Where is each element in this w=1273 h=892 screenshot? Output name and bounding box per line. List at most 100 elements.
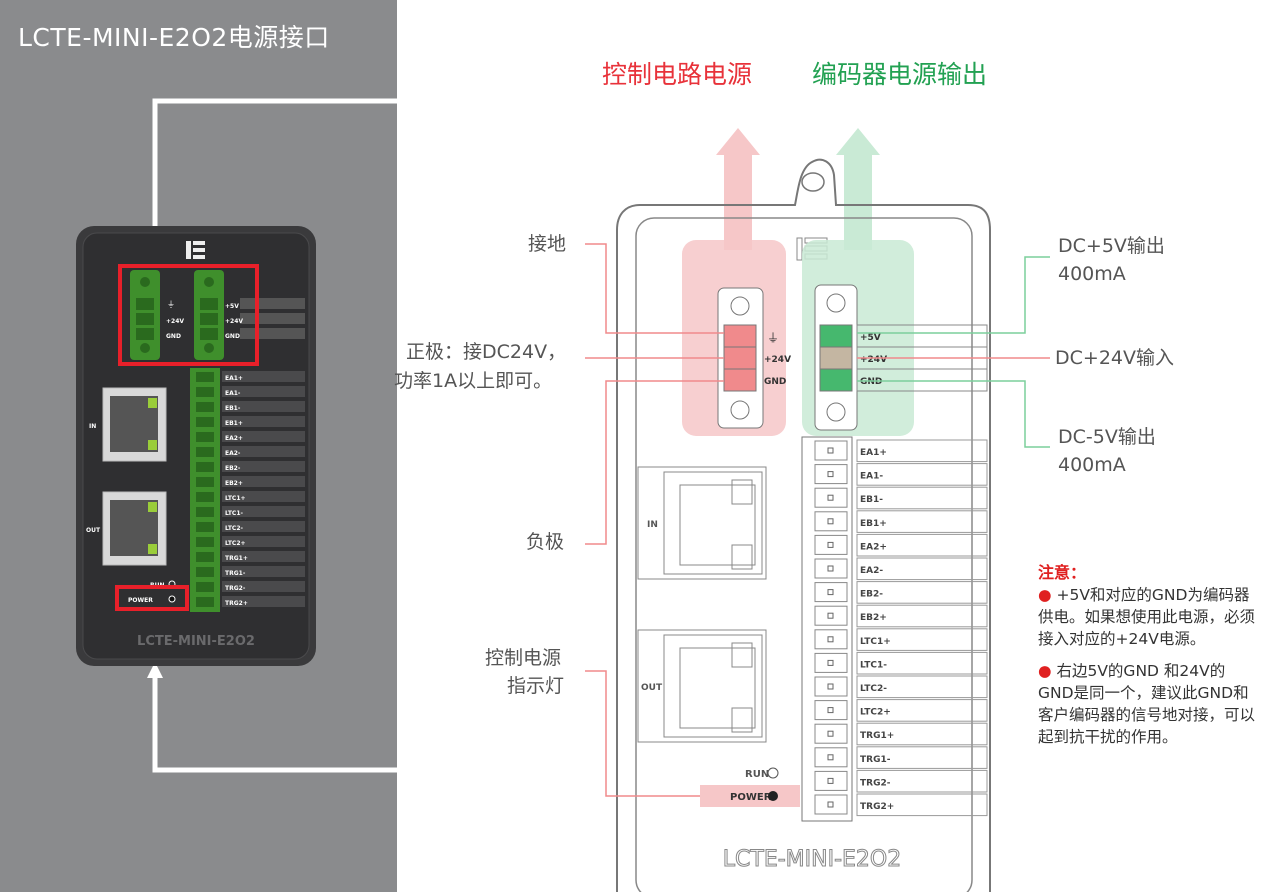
diagram-signal-slot — [814, 534, 848, 555]
diagram-pin-left-2: GND — [764, 377, 786, 387]
power-led-highlight-box — [115, 585, 189, 611]
diagram-signal-pin-label: EB2- — [860, 590, 883, 600]
diagram-signal-pin-label: EA1+ — [860, 448, 887, 458]
diagram-signal-pin-label: LTC2+ — [860, 708, 891, 718]
diagram-signal-row — [856, 463, 988, 486]
diagram-signal-contact — [827, 471, 834, 478]
photo-signal-pin-label: LTC2- — [225, 525, 244, 532]
callout-indicator-line1: 控制电源 — [485, 647, 562, 669]
diagram-signal-slot — [814, 770, 848, 791]
photo-signal-pin-label: LTC2+ — [225, 540, 246, 547]
photo-signal-slot — [196, 432, 214, 442]
legend-encoder-power: 编码器电源输出 — [812, 60, 988, 89]
photo-signal-stripe — [222, 386, 305, 397]
svg-text:⏚: ⏚ — [767, 331, 779, 345]
callout-negative: 负极 — [526, 531, 565, 553]
photo-signal-pin-label: TRG2- — [225, 585, 246, 592]
control-power-arrow-icon — [716, 128, 760, 250]
diagram-signal-slot — [814, 794, 848, 815]
callout-out-neg5v-line2: 400mA — [1058, 454, 1126, 476]
callout-out-5v-line1: DC+5V输出 — [1058, 235, 1165, 257]
diagram-port-in-label: IN — [647, 520, 658, 530]
note-bullet-1: +5V和对应的GND为编码器供电。如果想使用此电源，必须接入对应的+24V电源。 — [1038, 586, 1256, 648]
diagram-signal-row — [856, 604, 988, 628]
arrow-up-icon — [147, 662, 163, 678]
diagram-pin-right-3: GND — [860, 377, 882, 387]
diagram-signal-terminal — [801, 436, 853, 822]
photo-signal-stripe — [222, 416, 305, 427]
diagram-signal-contact — [827, 565, 834, 572]
photo-signal-slot — [196, 477, 214, 487]
diagram-signal-row — [856, 675, 988, 699]
photo-signal-pin-label: EA1+ — [225, 375, 243, 382]
diagram-signal-pin-label: EB2+ — [860, 613, 887, 623]
photo-signal-stripe — [222, 461, 305, 472]
diagram-signal-row — [856, 699, 988, 722]
photo-signal-pin-label: EB1+ — [225, 420, 243, 427]
device-photo: ⏚ +24V GND +5V +24V GND EA1+EA1-EB1-EB1+… — [76, 98, 397, 773]
photo-signal-pin-label: TRG2+ — [225, 600, 248, 607]
photo-signal-slot — [196, 462, 214, 472]
diagram-pin-right-2: +24V — [860, 355, 887, 365]
bullet-icon: ● — [1038, 662, 1052, 680]
callout-out-neg5v-line1: DC-5V输出 — [1058, 426, 1156, 448]
diagram-signal-row — [856, 557, 988, 581]
diagram-signal-contact — [827, 683, 834, 690]
photo-signal-pin-label: EB1- — [225, 405, 241, 412]
diagram-signal-slot — [814, 558, 848, 579]
diagram-signal-slot — [814, 652, 848, 673]
photo-signal-pin-label: EB2- — [225, 465, 241, 472]
legend-control-power: 控制电路电源 — [602, 60, 753, 89]
photo-signal-slot — [196, 597, 214, 607]
diagram-pin-left-1: +24V — [764, 355, 791, 365]
svg-text:⏚: ⏚ — [167, 300, 175, 309]
callout-in-24v: DC+24V输入 — [1055, 347, 1174, 369]
diagram-signal-contact — [827, 730, 834, 737]
diagram-signal-contact — [827, 612, 834, 619]
photo-pin-right-3: GND — [225, 333, 240, 340]
photo-signal-stripe — [222, 491, 305, 502]
photo-signal-slot — [196, 552, 214, 562]
diagram-signal-row — [856, 793, 988, 817]
photo-model-label: LCTE-MINI-E2O2 — [137, 634, 255, 649]
power-led-highlight — [700, 785, 800, 807]
note-box: 注意： ● +5V和对应的GND为编码器供电。如果想使用此电源，必须接入对应的+… — [1038, 562, 1258, 758]
diagram-power-label: POWER — [730, 792, 772, 803]
diagram-signal-row — [856, 533, 988, 557]
diagram-signal-contact — [827, 754, 834, 761]
photo-signal-slot — [196, 537, 214, 547]
diagram-signal-slot — [814, 747, 848, 768]
callout-positive-line1: 正极：接DC24V， — [406, 341, 567, 363]
photo-pin-left-1: +24V — [166, 318, 184, 325]
photo-signal-stripe — [222, 431, 305, 442]
diagram-signal-contact — [827, 659, 834, 666]
photo-signal-pin-label: LTC1- — [225, 510, 244, 517]
diagram-signal-row — [856, 722, 988, 746]
photo-signal-stripe — [222, 371, 305, 382]
photo-signal-stripe — [222, 446, 305, 457]
diagram-signal-slot — [814, 676, 848, 697]
diagram-signal-row — [856, 439, 988, 463]
photo-signal-pin-label: TRG1- — [225, 570, 246, 577]
connector-line-top — [152, 98, 397, 255]
diagram-signal-slot — [814, 605, 848, 626]
photo-pin-right-1: +5V — [225, 303, 239, 310]
diagram-signal-slot — [814, 464, 848, 485]
photo-signal-pin-label: LTC1+ — [225, 495, 246, 502]
diagram-signal-row — [856, 581, 988, 604]
diagram-signal-slot — [814, 582, 848, 603]
diagram-signal-pin-label: EB1- — [860, 495, 883, 505]
bullet-icon: ● — [1038, 586, 1052, 604]
diagram-signal-contact — [827, 777, 834, 784]
diagram-signal-pin-label: EB1+ — [860, 519, 887, 529]
photo-signal-slot — [196, 522, 214, 532]
photo-signal-pin-label: EA2+ — [225, 435, 243, 442]
diagram-signal-contact — [827, 707, 834, 714]
callout-positive-line2: 功率1A以上即可。 — [394, 370, 553, 392]
diagram-port-out-label: OUT — [641, 683, 663, 693]
encoder-power-arrow-icon — [836, 128, 880, 250]
diagram-signal-row — [856, 486, 988, 510]
photo-signal-pin-label: EA1- — [225, 390, 241, 397]
photo-signal-stripe — [222, 596, 305, 607]
photo-signal-pin-label: EA2- — [225, 450, 241, 457]
